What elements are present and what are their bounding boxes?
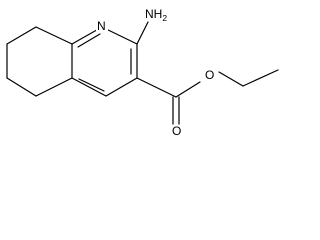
- bond-c6-c5: [6, 77, 37, 97]
- amino-group-label: NH2: [145, 7, 167, 23]
- double-bond-c8a-n1: [77, 33, 101, 48]
- pyridine-ring-bonds: [71, 26, 138, 97]
- bond-c8-c7: [6, 26, 37, 45]
- bond-c3-c4: [105, 77, 138, 97]
- atom-labels: N NH2 O O: [96, 7, 215, 137]
- bond-o-ethyl-ch2: [218, 71, 244, 87]
- carbonyl-oxygen-label: O: [172, 124, 181, 137]
- ester-group-bonds: [136, 69, 279, 125]
- bond-c3-carbonyl-carbon: [136, 77, 177, 98]
- bond-c4-c4a: [71, 77, 107, 97]
- bond-c8a-c8: [35, 26, 73, 45]
- bond-c5-c4a: [35, 77, 73, 97]
- bond-ethyl-ch2-ch3: [242, 69, 279, 87]
- ring-nitrogen-label: N: [97, 19, 106, 33]
- cyclohexane-ring-bonds: [6, 26, 73, 97]
- ester-oxygen-label: O: [205, 68, 214, 82]
- bond-carbonyl-c-o-single: [175, 81, 201, 98]
- double-bond-c4-c4a: [78, 78, 105, 92]
- bond-c2-amino: [136, 21, 149, 45]
- molecule-structure-diagram: N NH2 O O: [6, 7, 279, 137]
